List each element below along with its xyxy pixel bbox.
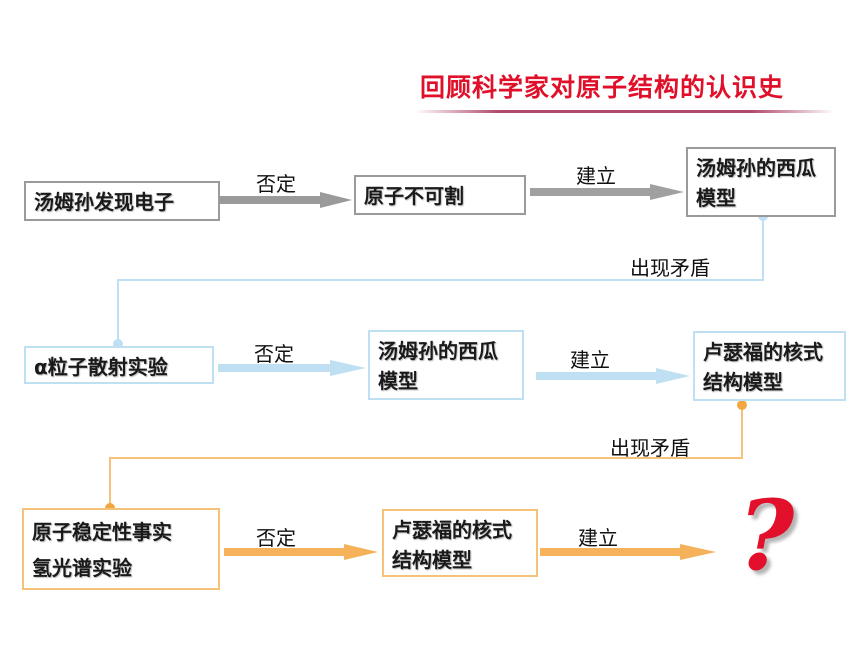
label-negate-2: 否定 [254, 342, 294, 366]
box-rutherford-model-1: 卢瑟福的核式结构模型 [693, 331, 846, 401]
label-negate-1: 否定 [256, 172, 296, 196]
box-rutherford-model-2: 卢瑟福的核式结构模型 [382, 509, 538, 577]
text-hydrogen-spectrum: 氢光谱实验 [32, 556, 132, 580]
row1-arrow-establish [530, 184, 684, 200]
row2-arrow-negate [218, 360, 366, 376]
row3-arrow-establish [540, 544, 716, 560]
box-stability-spectrum: 原子稳定性事实 氢光谱实验 [22, 508, 220, 590]
box-atom-indivisible: 原子不可割 [354, 175, 526, 215]
text-atomic-stability: 原子稳定性事实 [32, 520, 172, 544]
label-contradiction-1: 出现矛盾 [630, 256, 710, 280]
page-title: 回顾科学家对原子结构的认识史 [420, 73, 785, 102]
label-establish-2: 建立 [570, 348, 610, 372]
row1-arrow-negate [220, 192, 352, 208]
box-thomson-model-1: 汤姆孙的西瓜模型 [686, 147, 836, 217]
row3-arrow-negate [224, 544, 378, 560]
box-thomson-model-2: 汤姆孙的西瓜模型 [368, 330, 524, 400]
box-alpha-scattering: α粒子散射实验 [24, 346, 214, 384]
label-establish-3: 建立 [578, 526, 618, 550]
title-underline [415, 110, 835, 113]
label-contradiction-2: 出现矛盾 [610, 436, 690, 460]
label-establish-1: 建立 [576, 164, 616, 188]
label-negate-3: 否定 [256, 526, 296, 550]
box-thomson-discovers-electron: 汤姆孙发现电子 [24, 181, 220, 221]
row2-arrow-establish [536, 368, 690, 384]
question-mark-icon: ? [738, 479, 795, 592]
